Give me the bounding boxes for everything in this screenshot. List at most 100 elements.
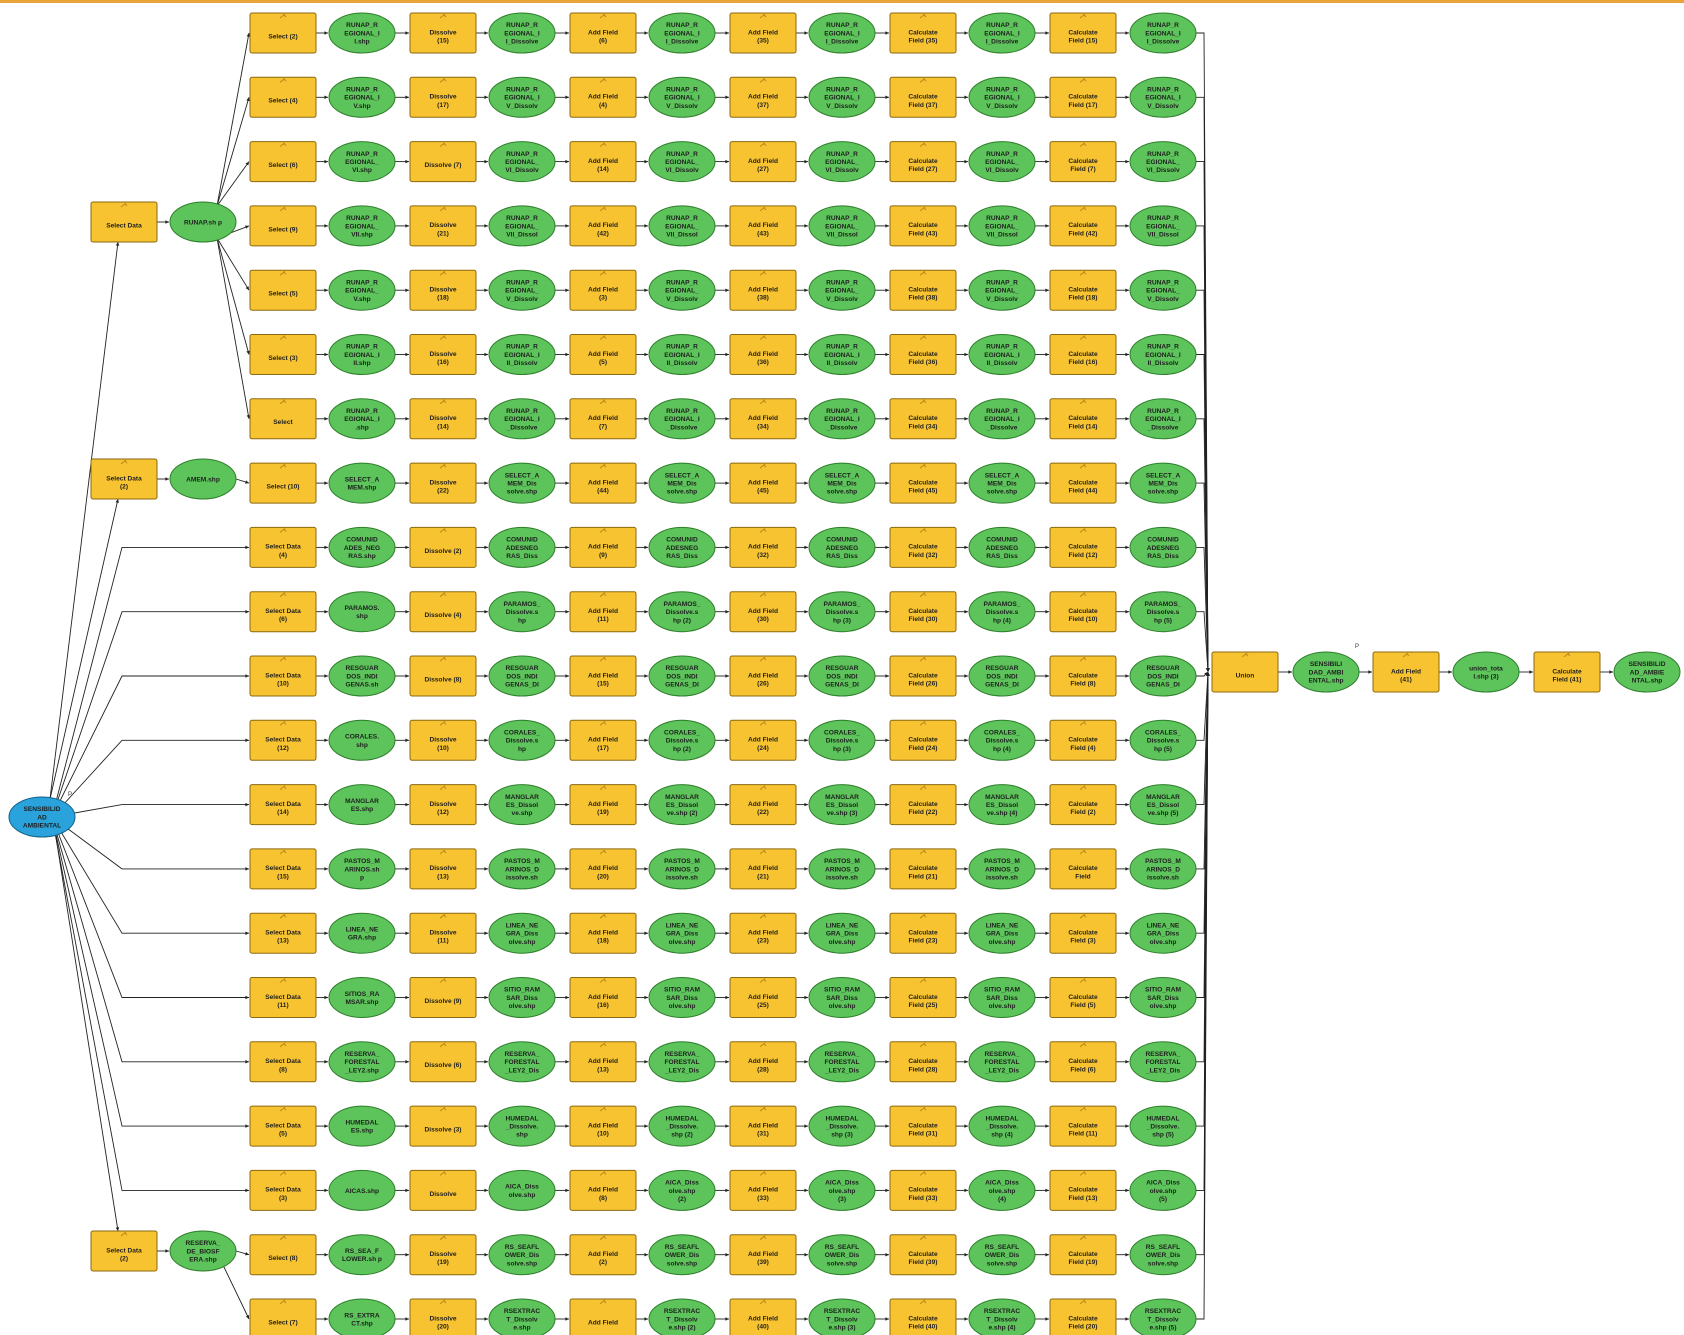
data-node[interactable]: CORALES_Dissolve.shp (2) [648, 719, 716, 761]
tool-node[interactable]: Add Field(24) [729, 719, 797, 761]
data-node[interactable]: AICAS.shp [328, 1169, 396, 1211]
tool-node[interactable]: Add Field(45) [729, 462, 797, 504]
tool-node[interactable]: Dissolve(18) [409, 269, 477, 311]
data-node[interactable]: PARAMOS_Dissolve.shp (3) [808, 591, 876, 633]
tool-node[interactable]: Dissolve(16) [409, 334, 477, 375]
select-data-node[interactable]: Select Data(2) [90, 1230, 158, 1272]
tool-node[interactable]: Select Data(11) [249, 977, 317, 1018]
tool-node[interactable]: Select Data(10) [249, 655, 317, 697]
tool-node[interactable]: Add Field(14) [569, 141, 637, 183]
tool-node[interactable]: Add Field(13) [569, 1041, 637, 1083]
tool-node[interactable]: Add Field(17) [569, 719, 637, 761]
tool-node[interactable]: Dissolve(19) [409, 1234, 477, 1276]
tool-node[interactable]: Dissolve(17) [409, 76, 477, 118]
tool-node[interactable]: Add Field(38) [729, 269, 797, 311]
tool-node[interactable]: Dissolve(13) [409, 848, 477, 890]
tool-node[interactable]: Add Field(16) [569, 977, 637, 1018]
tool-node[interactable]: Add Field(8) [569, 1169, 637, 1211]
tool-node[interactable]: Add Field(20) [569, 848, 637, 890]
data-node[interactable]: PARAMOS_Dissolve.shp (2) [648, 591, 716, 633]
data-node[interactable]: AICA_Dissolve.shp(2) [648, 1169, 716, 1211]
data-node[interactable]: AICA_Dissolve.shp(4) [968, 1169, 1036, 1211]
tool-node[interactable]: Add Field(31) [729, 1105, 797, 1147]
data-node[interactable]: RESERVA_FORESTAL_LEY2.shp [328, 1041, 396, 1083]
tool-node[interactable]: Add Field(43) [729, 205, 797, 247]
select-data-node[interactable]: Select Data [90, 201, 158, 243]
tool-node[interactable]: Dissolve (3) [409, 1105, 477, 1147]
tool-node[interactable]: Add Field(21) [729, 848, 797, 890]
tool-node[interactable]: Add Field(19) [569, 784, 637, 826]
data-node[interactable]: CORALES_Dissolve.shp (3) [808, 719, 876, 761]
tool-node[interactable]: Add Field(42) [569, 205, 637, 247]
tool-node[interactable]: Select Data(6) [249, 591, 317, 633]
tool-node[interactable]: Add Field(5) [569, 334, 637, 375]
tool-node[interactable]: Select Data(4) [249, 526, 317, 568]
data-node[interactable]: AICA_Dissolve.shp(5) [1129, 1169, 1197, 1211]
tool-node[interactable]: Add Field(33) [729, 1169, 797, 1211]
data-node[interactable]: PARAMOS_Dissolve.shp [488, 591, 556, 633]
tool-node[interactable]: Add Field(25) [729, 977, 797, 1018]
tool-node[interactable]: Add Field(27) [729, 141, 797, 183]
tool-node[interactable]: Add Field(28) [729, 1041, 797, 1083]
tool-node[interactable]: Select Data(13) [249, 912, 317, 954]
tool-node[interactable]: Add Field(15) [569, 655, 637, 697]
data-node[interactable]: CORALES_Dissolve.shp (5) [1129, 719, 1197, 761]
tool-node[interactable]: Add Field(40) [729, 1298, 797, 1335]
data-node[interactable]: CORALES_Dissolve.shp (4) [968, 719, 1036, 761]
data-node[interactable]: HUMEDAL_Dissolve.shp (2) [648, 1105, 716, 1147]
tool-node[interactable]: Select [249, 398, 317, 440]
tool-node[interactable]: Select Data(15) [249, 848, 317, 890]
